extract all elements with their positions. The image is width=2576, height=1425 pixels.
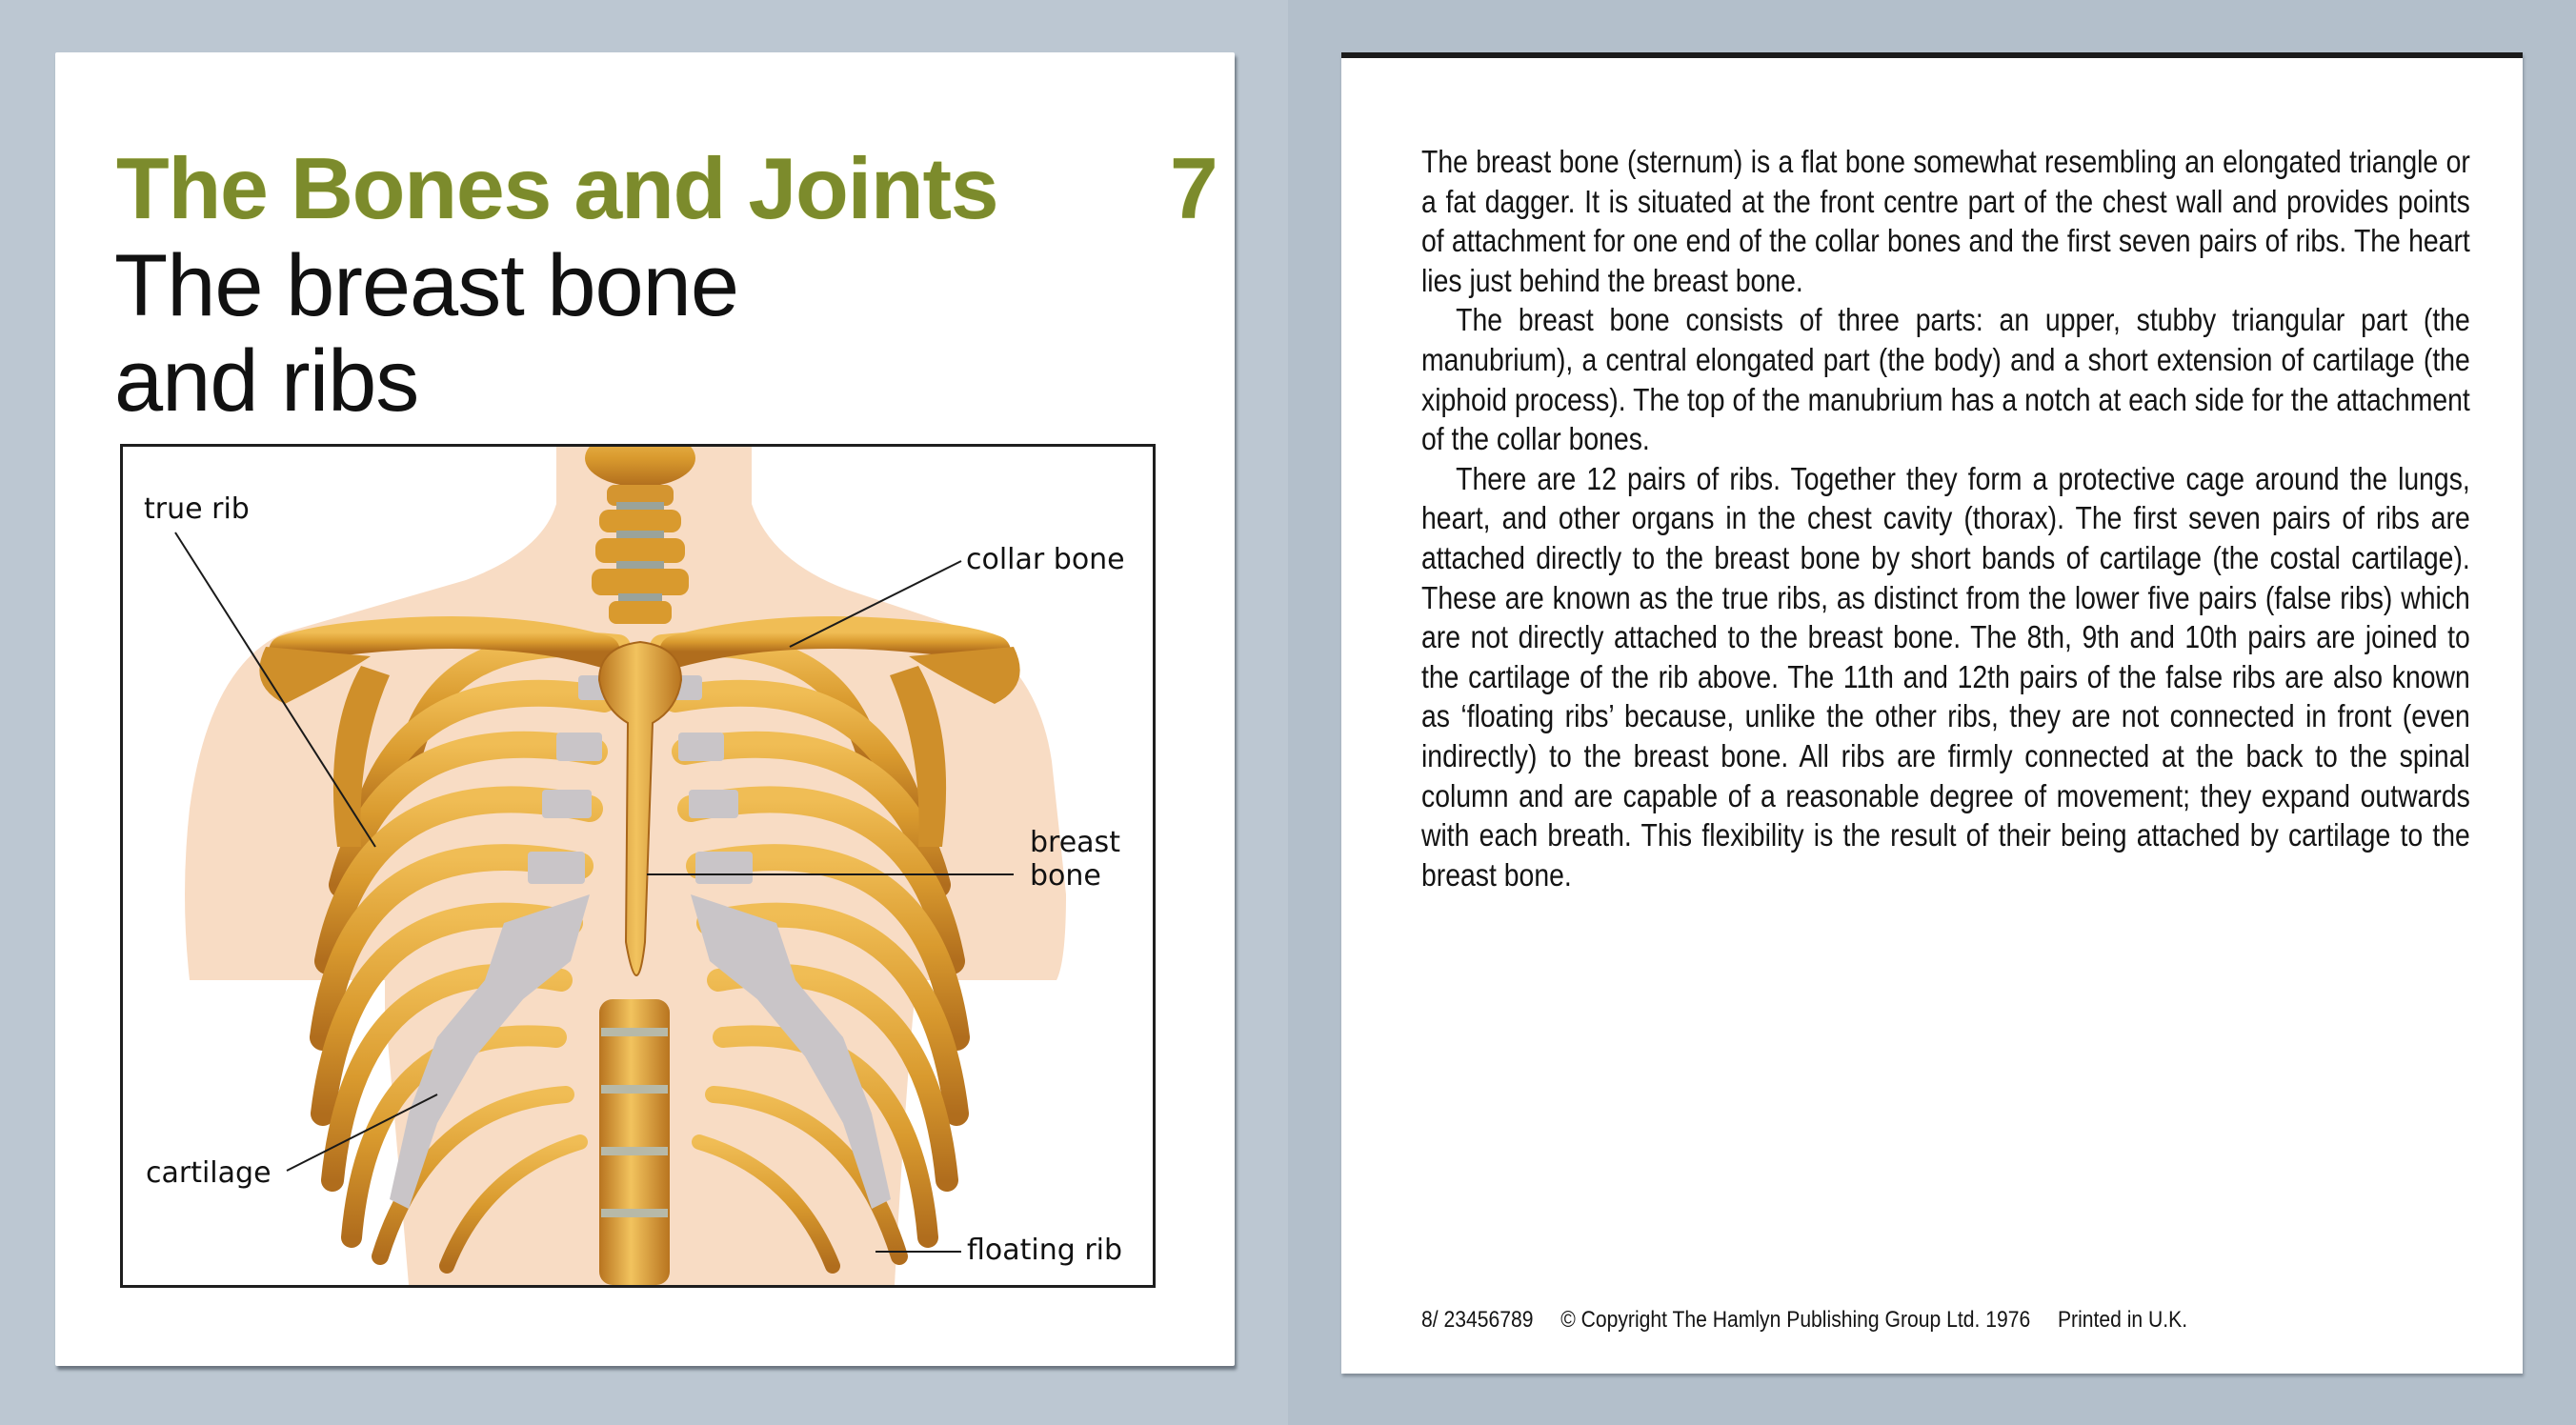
footer-code: 8/ 23456789	[1421, 1307, 1534, 1333]
body-text: The breast bone (sternum) is a flat bone…	[1421, 142, 2470, 894]
leader-cartilage	[286, 1094, 438, 1172]
label-collar-bone: collar bone	[966, 543, 1125, 576]
label-true-rib: true rib	[144, 492, 250, 526]
card-back: The breast bone (sternum) is a flat bone…	[1341, 52, 2523, 1374]
series-title-text: The Bones and Joints	[116, 141, 999, 237]
paragraph-1: The breast bone (sternum) is a flat bone…	[1421, 144, 2470, 298]
series-title: The Bones and Joints 7	[116, 140, 1218, 245]
lumbar-spine	[599, 999, 670, 1285]
footer-printed: Printed in U.K.	[2057, 1307, 2188, 1333]
card-front: The Bones and Joints 7 The breast bone a…	[55, 52, 1235, 1366]
collar-bones	[269, 616, 1011, 668]
label-breast-bone-line2: bone	[1030, 859, 1101, 893]
cervical-spine	[585, 447, 695, 624]
leader-true-rib	[174, 532, 376, 848]
label-breast-bone-line1: breast	[1030, 826, 1120, 859]
leader-collar-bone	[789, 560, 962, 648]
footer: 8/ 23456789 © Copyright The Hamlyn Publi…	[1421, 1307, 2344, 1334]
paragraph-2: The breast bone consists of three parts:…	[1421, 302, 2470, 457]
label-floating-rib: floating rib	[967, 1234, 1123, 1267]
illustration-frame: true rib collar bone breast bone cartila…	[120, 444, 1156, 1288]
breast-bone	[597, 640, 683, 976]
ribcage-illustration	[174, 447, 1066, 1285]
card-number: 7	[1170, 141, 1218, 237]
card-title-line1: The breast bone	[114, 237, 739, 334]
card-title: The breast bone and ribs	[114, 237, 739, 430]
leader-lines	[174, 532, 1014, 1253]
label-cartilage: cartilage	[146, 1156, 272, 1190]
footer-copyright: © Copyright The Hamlyn Publishing Group …	[1560, 1307, 2031, 1333]
card-title-line2: and ribs	[114, 332, 419, 430]
paragraph-3: There are 12 pairs of ribs. Together the…	[1421, 460, 2470, 893]
